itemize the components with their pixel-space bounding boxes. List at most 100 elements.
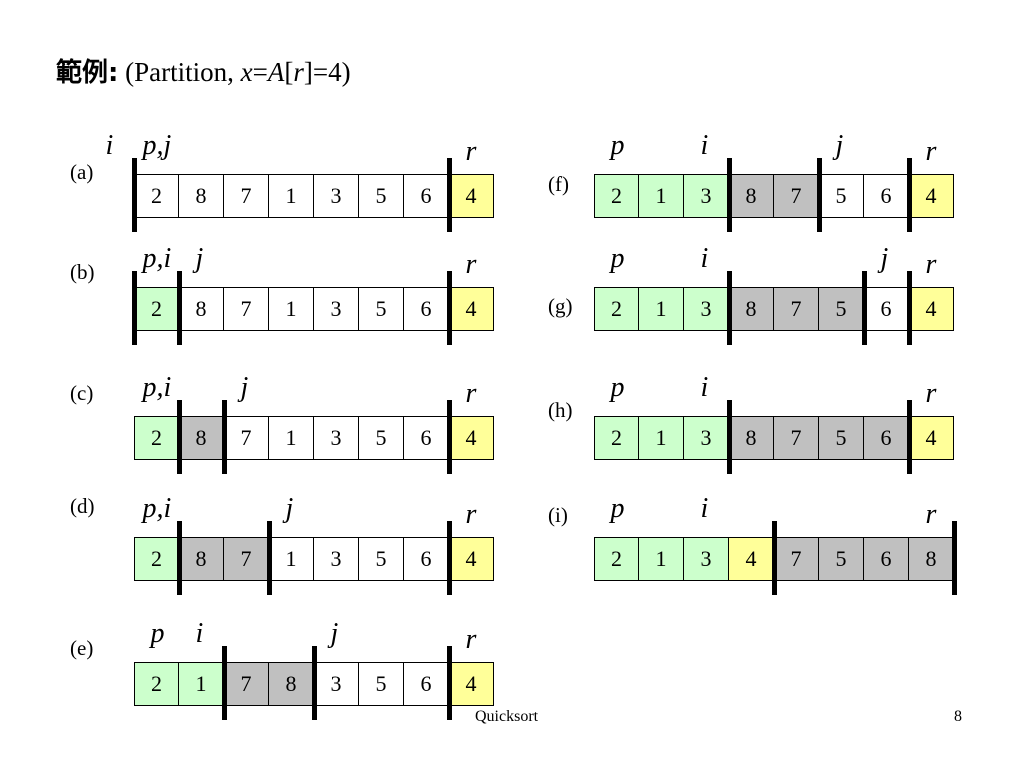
array-cell: 4: [729, 537, 774, 581]
partition-divider: [267, 521, 272, 595]
array-cell: 1: [639, 537, 684, 581]
array-cell: 7: [774, 416, 819, 460]
array-cell: 5: [359, 662, 404, 706]
array-cell: 1: [639, 287, 684, 331]
array-cell: 4: [449, 287, 494, 331]
array-cell: 6: [404, 287, 449, 331]
step-label: (g): [548, 294, 573, 318]
array-cell: 4: [449, 662, 494, 706]
array-cell: 7: [774, 174, 819, 218]
partition-divider: [312, 646, 317, 720]
pointer-label: r: [925, 136, 937, 167]
partition-divider: [222, 646, 227, 720]
partition-divider: [447, 646, 452, 720]
array-cell: 2: [134, 662, 179, 706]
partition-divider: [952, 521, 957, 595]
title-open: (Partition,: [125, 57, 241, 87]
array-cell: 8: [179, 174, 224, 218]
step-label: (c): [70, 381, 94, 405]
pointer-label: r: [925, 378, 937, 409]
array-cell: 2: [594, 537, 639, 581]
pointer-label: i: [700, 372, 709, 403]
array-cell: 6: [864, 537, 909, 581]
partition-divider: [447, 271, 452, 345]
array-cell: 5: [359, 174, 404, 218]
pointer-label: j: [195, 243, 204, 274]
array-cell: 1: [269, 287, 314, 331]
title-x: x: [240, 57, 253, 87]
array-cell: 2: [594, 416, 639, 460]
title-rb: ]: [303, 57, 313, 87]
array-cell: 5: [819, 537, 864, 581]
array-cell: 6: [864, 174, 909, 218]
array-cell: 5: [819, 174, 864, 218]
array-cell: 2: [134, 287, 179, 331]
array-cell: 8: [909, 537, 954, 581]
partition-divider: [907, 400, 912, 474]
array-cell: 3: [684, 537, 729, 581]
page-number: 8: [954, 708, 962, 725]
array-cell: 8: [269, 662, 314, 706]
partition-divider: [177, 521, 182, 595]
step-label: (i): [548, 503, 568, 527]
pointer-label: r: [465, 249, 477, 280]
array-cell: 8: [729, 287, 774, 331]
array-cell: 2: [134, 174, 179, 218]
pointer-label: j: [880, 243, 889, 274]
array-cell: 1: [269, 416, 314, 460]
array-cell: 4: [449, 537, 494, 581]
title-chinese: 範例:: [56, 58, 119, 88]
array-cell: 1: [179, 662, 224, 706]
partition-divider: [727, 271, 732, 345]
array-cell: 8: [729, 416, 774, 460]
pointer-label: r: [465, 136, 477, 167]
partition-divider: [907, 158, 912, 232]
partition-divider: [447, 521, 452, 595]
step-label: (e): [70, 636, 94, 660]
array-cell: 8: [729, 174, 774, 218]
pointer-label: p: [610, 243, 625, 274]
array-cell: 5: [819, 416, 864, 460]
array-cell: 1: [269, 174, 314, 218]
array-cell: 1: [639, 416, 684, 460]
step-label: (b): [70, 260, 95, 284]
array-cell: 3: [314, 537, 359, 581]
array-cell: 7: [224, 174, 269, 218]
array-cell: 7: [224, 537, 269, 581]
pointer-label: p: [610, 130, 625, 161]
array-cell: 4: [909, 174, 954, 218]
title-eq2: =4): [312, 57, 351, 87]
array-cell: 2: [134, 537, 179, 581]
array-cell: 2: [594, 174, 639, 218]
array-cell: 3: [314, 662, 359, 706]
array-cell: 6: [404, 662, 449, 706]
title-a: A: [267, 57, 285, 87]
partition-divider: [177, 400, 182, 474]
pointer-label: p: [610, 372, 625, 403]
pointer-label: r: [925, 499, 937, 530]
array-cell: 5: [359, 287, 404, 331]
array-cell: 2: [134, 416, 179, 460]
array-cell: 7: [774, 537, 819, 581]
array-cell: 3: [684, 174, 729, 218]
partition-divider: [772, 521, 777, 595]
array-cell: 5: [359, 537, 404, 581]
array-cell: 4: [449, 416, 494, 460]
pointer-label: p,i: [142, 372, 172, 403]
array-cell: 6: [864, 287, 909, 331]
pointer-label: p: [150, 618, 165, 649]
pointer-label: p,i: [142, 243, 172, 274]
array-cell: 8: [179, 416, 224, 460]
array-cell: 6: [404, 416, 449, 460]
array-cell: 8: [179, 287, 224, 331]
pointer-label: r: [465, 499, 477, 530]
array-cell: 7: [224, 416, 269, 460]
pointer-label: i: [105, 130, 114, 161]
array-cell: 3: [314, 287, 359, 331]
partition-divider: [862, 271, 867, 345]
array-cell: 1: [639, 174, 684, 218]
pointer-label: i: [700, 493, 709, 524]
